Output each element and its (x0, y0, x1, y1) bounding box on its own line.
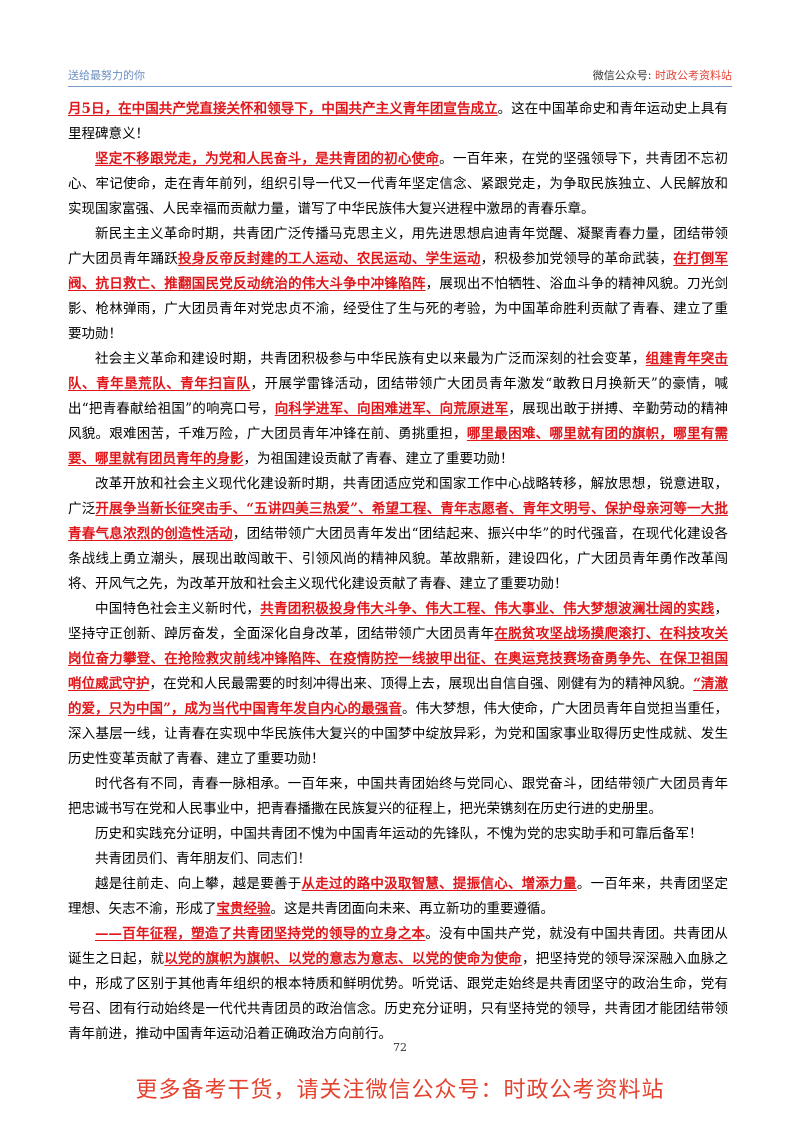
highlighted-text: 在脱贫攻坚战场摸爬滚打、在科技攻关岗位奋力攀登、在抢险救灾前线冲锋陷阵、在疫情防… (68, 626, 729, 692)
body-text: 新民主主义革命时期，共青团广泛传播马克思主义，用先进思想启迪青年觉醒、凝聚青春力… (68, 226, 728, 267)
paragraph: 中国特色社会主义新时代，共青团积极投身伟大斗争、伟大工程、伟大事业、伟大梦想波澜… (68, 597, 728, 772)
page-number: 72 (393, 1041, 407, 1054)
highlighted-text: 宝贵经验 (216, 901, 271, 917)
header-wechat: 微信公众号: 时政公考资料站 (593, 67, 732, 83)
paragraph: 新民主主义革命时期，共青团广泛传播马克思主义，用先进思想启迪青年觉醒、凝聚青春力… (68, 222, 728, 347)
body-text: 越是往前走、向上攀，越是要善于 (95, 876, 302, 892)
body-text: 。一百年来，在党的坚强领导下，共青团不忘初心、牢记使命，走在青年前列，组织引导一… (68, 151, 729, 217)
highlighted-text: 坚定不移跟党走，为党和人民奋斗，是共青团的初心使命 (95, 151, 440, 167)
highlighted-text: 月5日，在中国共产党直接关怀和领导下，中国共产主义青年团宣告成立 (68, 101, 498, 117)
body-text: ，展现出不怕牺牲、浴血斗争的精神风貌。刀光剑影、枪林弹雨，广大团员青年对党忠贞不… (68, 276, 729, 342)
body-text: ，在党和人民最需要的时刻冲得出来、顶得上去，展现出自信自强、刚健有为的精神风貌。 (149, 676, 694, 692)
body-text: ，积极参加党领导的革命武装， (480, 251, 674, 267)
paragraph: ——百年征程，塑造了共青团坚持党的领导的立身之本。没有中国共产党，就没有中国共青… (68, 922, 728, 1047)
paragraph: 共青团员们、青年朋友们、同志们！ (68, 847, 728, 872)
body-text: ，团结带领广大团员青年发出“团结起来、振兴中华”的时代强音，在现代化建设各条战线… (68, 526, 728, 592)
header-wechat-account: 时政公考资料站 (655, 69, 732, 82)
highlighted-text: 开展争当新长征突击手、“五讲四美三热爱”、希望工程、青年志愿者、青年文明号、保护… (68, 501, 729, 542)
body-text: 历史和实践充分证明，中国共青团不愧为中国青年运动的先锋队，不愧为党的忠实助手和可… (95, 826, 703, 842)
body-text: ，开展学雷锋活动，团结带领广大团员青年激发“敢教日月换新天”的豪情，喊出“把青春… (68, 376, 728, 417)
paragraph: 越是往前走、向上攀，越是要善于从走过的路中汲取智慧、提振信心、增添力量。一百年来… (68, 872, 728, 922)
header-slogan: 送给最努力的你 (68, 69, 145, 82)
body-text: 。这在中国革命史和青年运动史上具有里程碑意义！ (68, 101, 728, 142)
page-header: 送给最努力的你 微信公众号: 时政公考资料站 (68, 64, 732, 87)
highlighted-text: 共青团积极投身伟大斗争、伟大工程、伟大事业、伟大梦想波澜壮阔的实践 (260, 601, 715, 617)
highlighted-text: 哪里最困难、哪里就有团的旗帜，哪里有需要、哪里就有团员青年的身影 (68, 426, 729, 467)
highlighted-text: ——百年征程，塑造了共青团坚持党的领导的立身之本 (95, 926, 426, 942)
highlighted-text: 在打倒军阀、抗日救亡、推翻国民党反动统治的伟大斗争中冲锋陷阵 (68, 251, 729, 292)
paragraph: 月5日，在中国共产党直接关怀和领导下，中国共产主义青年团宣告成立。这在中国革命史… (68, 97, 728, 147)
body-text: 中国特色社会主义新时代， (95, 601, 261, 617)
body-text: 共青团员们、青年朋友们、同志们！ (95, 851, 311, 867)
paragraph: 坚定不移跟党走，为党和人民奋斗，是共青团的初心使命。一百年来，在党的坚强领导下，… (68, 147, 728, 222)
document-body: 月5日，在中国共产党直接关怀和领导下，中国共产主义青年团宣告成立。这在中国革命史… (68, 97, 728, 1047)
highlighted-text: 向科学进军、向困难进军、向荒原进军 (274, 401, 509, 417)
body-text: 。没有中国共产党，就没有中国共青团。共青团从诞生之日起，就 (68, 926, 729, 967)
paragraph: 时代各有不同，青春一脉相承。一百年来，中国共青团始终与党同心、跟党奋斗，团结带领… (68, 772, 728, 822)
highlighted-text: 从走过的路中汲取智慧、提振信心、增添力量 (301, 876, 577, 892)
body-text: 。一百年来，共青团坚定理想、矢志不渝，形成了 (68, 876, 729, 917)
body-text: ，把坚持党的领导深深融入血脉之中，形成了区别于其他青年组织的根本特质和鲜明优势。… (68, 951, 729, 1042)
highlighted-text: 投身反帝反封建的工人运动、农民运动、学生运动 (178, 251, 481, 267)
body-text: 社会主义革命和建设时期，共青团积极参与中华民族有史以来最为广泛而深刻的社会变革， (95, 351, 646, 367)
body-text: 时代各有不同，青春一脉相承。一百年来，中国共青团始终与党同心、跟党奋斗，团结带领… (68, 776, 728, 817)
paragraph: 社会主义革命和建设时期，共青团积极参与中华民族有史以来最为广泛而深刻的社会变革，… (68, 347, 728, 472)
paragraph: 改革开放和社会主义现代化建设新时期，共青团适应党和国家工作中心战略转移，解放思想… (68, 472, 728, 597)
body-text: ，坚持守正创新、踔厉奋发，全面深化自身改革，团结带领广大团员青年 (68, 601, 729, 642)
highlighted-text: 以党的旗帜为旗帜、以党的意志为意志、以党的使命为使命 (164, 951, 522, 967)
body-text: ，展现出敢于拼搏、辛勤劳动的精神风貌。艰难困苦，千难万险，广大团员青年冲锋在前、… (68, 401, 728, 442)
header-wechat-prefix: 微信公众号: (592, 69, 655, 82)
body-text: ，为祖国建设贡献了青春、建立了重要功勋！ (243, 451, 514, 467)
body-text: 。伟大梦想，伟大使命，广大团员青年自觉担当重任，深入基层一线，让青春在实现中华民… (68, 701, 729, 767)
paragraph: 历史和实践充分证明，中国共青团不愧为中国青年运动的先锋队，不愧为党的忠实助手和可… (68, 822, 728, 847)
footer-banner: 更多备考干货，请关注微信公众号：时政公考资料站 (135, 1078, 665, 1103)
body-text: 。这是共青团面向未来、再立新功的重要遵循。 (270, 901, 555, 917)
highlighted-text: 组建青年突击队、青年垦荒队、青年扫盲队 (68, 351, 729, 392)
highlighted-text: “清澈的爱，只为中国”，成为当代中国青年发自内心的最强音 (68, 676, 729, 717)
body-text: 改革开放和社会主义现代化建设新时期，共青团适应党和国家工作中心战略转移，解放思想… (68, 476, 728, 517)
